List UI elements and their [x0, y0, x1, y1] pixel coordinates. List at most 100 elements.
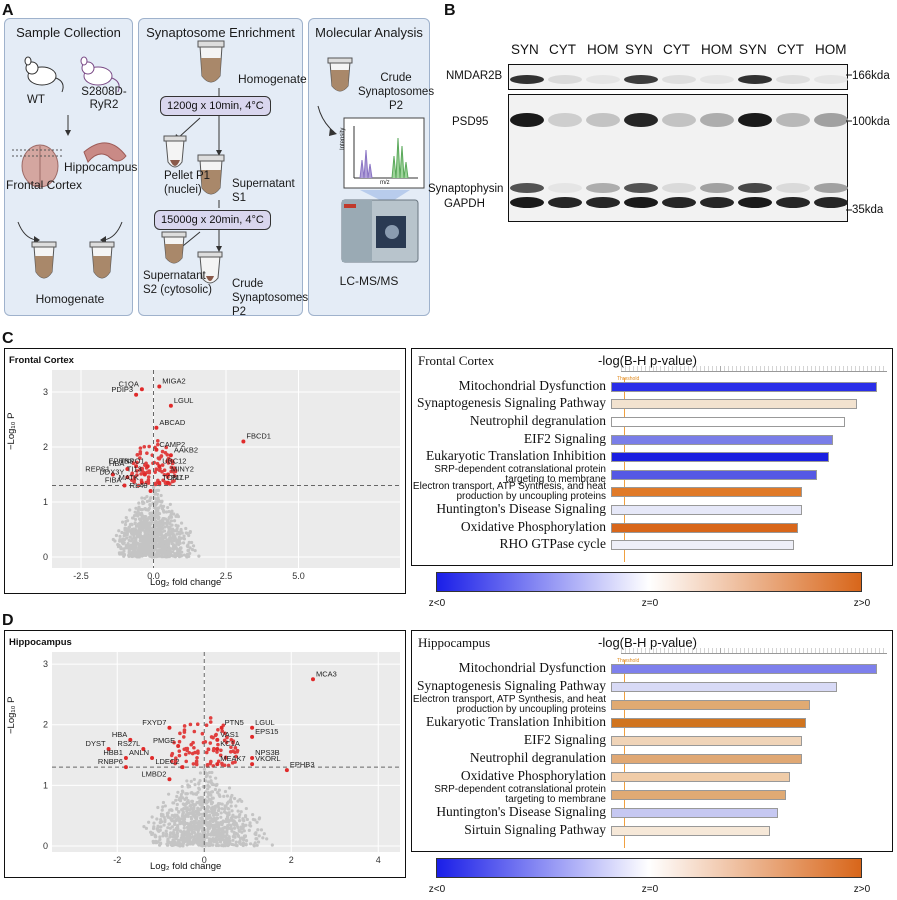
significant-point: [138, 446, 143, 450]
nonsignificant-point: [171, 801, 175, 805]
nonsignificant-point: [192, 836, 196, 840]
blot-band-gapdh: [510, 197, 544, 208]
nonsignificant-point: [152, 555, 156, 559]
nonsignificant-point: [186, 841, 190, 845]
hippocampus-icon: [83, 142, 127, 163]
significant-point: [209, 735, 214, 739]
nonsignificant-point: [198, 822, 202, 826]
blot-band-gapdh: [548, 197, 582, 208]
significant-point: [220, 729, 225, 733]
nonsignificant-point: [142, 825, 146, 829]
nonsignificant-point: [156, 840, 160, 844]
nonsignificant-point: [145, 499, 149, 503]
nonsignificant-point: [201, 840, 205, 845]
nonsignificant-point: [127, 528, 131, 533]
nonsignificant-point: [245, 817, 249, 822]
nonsignificant-point: [169, 513, 173, 517]
significant-point: [219, 748, 223, 753]
significant-point: [172, 474, 177, 478]
lane-label-hom: HOM: [701, 42, 733, 57]
nonsignificant-point: [160, 546, 165, 551]
significant-point: [218, 753, 223, 758]
significant-point: [138, 450, 143, 454]
nonsignificant-point: [126, 553, 131, 557]
nonsignificant-point: [163, 804, 167, 808]
nonsignificant-point: [230, 815, 235, 819]
nonsignificant-point: [186, 548, 191, 553]
nonsignificant-point: [227, 818, 232, 823]
nonsignificant-point: [218, 840, 223, 844]
labeled-point: [250, 762, 255, 767]
nonsignificant-point: [144, 508, 148, 512]
nonsignificant-point: [221, 844, 226, 848]
molecular-analysis-title: Molecular Analysis: [315, 25, 423, 40]
labeled-point: [176, 743, 181, 748]
nonsignificant-point: [232, 826, 237, 830]
nonsignificant-point: [133, 510, 137, 514]
nonsignificant-point: [123, 522, 128, 527]
nonsignificant-point: [117, 529, 121, 533]
blot-band-nmdar2b: [624, 75, 658, 84]
point-label: ANLN: [129, 748, 149, 757]
significant-point: [172, 470, 176, 474]
nonsignificant-point: [219, 815, 223, 819]
nonsignificant-point: [251, 812, 255, 817]
nonsignificant-point: [248, 842, 253, 846]
labeled-point: [154, 447, 159, 452]
significant-point: [182, 747, 187, 752]
nonsignificant-point: [219, 811, 223, 815]
nonsignificant-point: [186, 800, 190, 804]
nonsignificant-point: [207, 839, 211, 843]
significant-point: [154, 467, 159, 471]
significant-point: [174, 756, 178, 761]
nonsignificant-point: [132, 513, 137, 518]
nonsignificant-point: [118, 534, 122, 538]
volcano-title-hippocampus: Hippocampus: [9, 637, 72, 648]
significant-point: [200, 731, 205, 736]
significant-point: [153, 470, 157, 474]
nonsignificant-point: [167, 552, 171, 557]
nonsignificant-point: [205, 799, 209, 803]
blot-band-syp: [776, 183, 810, 193]
point-label: TNPO1: [120, 456, 145, 465]
blot-band-psd95: [662, 113, 696, 127]
pathway-bar: [611, 790, 786, 800]
nonsignificant-point: [199, 843, 203, 847]
nonsignificant-point: [165, 842, 169, 846]
volcano-ylabel-hippocampus: −Log₁₀ P: [6, 696, 17, 734]
pathway-label: Mitochondrial Dysfunction: [458, 660, 606, 675]
zscore-gradient-hippocampus: [436, 858, 862, 878]
wt-mouse-icon: [24, 56, 64, 93]
nonsignificant-point: [181, 838, 185, 842]
nonsignificant-point: [134, 524, 139, 528]
significant-point: [225, 735, 229, 740]
y-tick-label: 2: [43, 442, 48, 452]
pathway-label: EIF2 Signaling: [523, 430, 606, 446]
nonsignificant-point: [159, 525, 163, 530]
zscore-label-zero-d: z=0: [641, 884, 659, 895]
nonsignificant-point: [179, 528, 183, 533]
nonsignificant-point: [161, 805, 165, 809]
nonsignificant-point: [166, 815, 170, 819]
significant-point: [216, 742, 220, 747]
nonsignificant-point: [194, 821, 199, 825]
nonsignificant-point: [163, 819, 167, 824]
nonsignificant-point: [177, 819, 182, 823]
ipa-threshold-frontal: Threshold: [617, 376, 640, 382]
nonsignificant-point: [224, 820, 228, 824]
nonsignificant-point: [150, 516, 154, 520]
nonsignificant-point: [153, 835, 157, 839]
nonsignificant-point: [256, 828, 260, 832]
nonsignificant-point: [255, 820, 259, 824]
nonsignificant-point: [152, 532, 156, 537]
nonsignificant-point: [156, 805, 160, 810]
nonsignificant-point: [185, 779, 189, 783]
nonsignificant-point: [194, 833, 198, 837]
y-tick-label: 3: [43, 659, 48, 669]
nonsignificant-point: [130, 538, 134, 542]
significant-point: [178, 731, 182, 736]
point-label: VAS1: [220, 730, 239, 739]
pathway-bar: [611, 772, 790, 782]
significant-point: [195, 722, 200, 726]
significant-point: [172, 466, 177, 470]
